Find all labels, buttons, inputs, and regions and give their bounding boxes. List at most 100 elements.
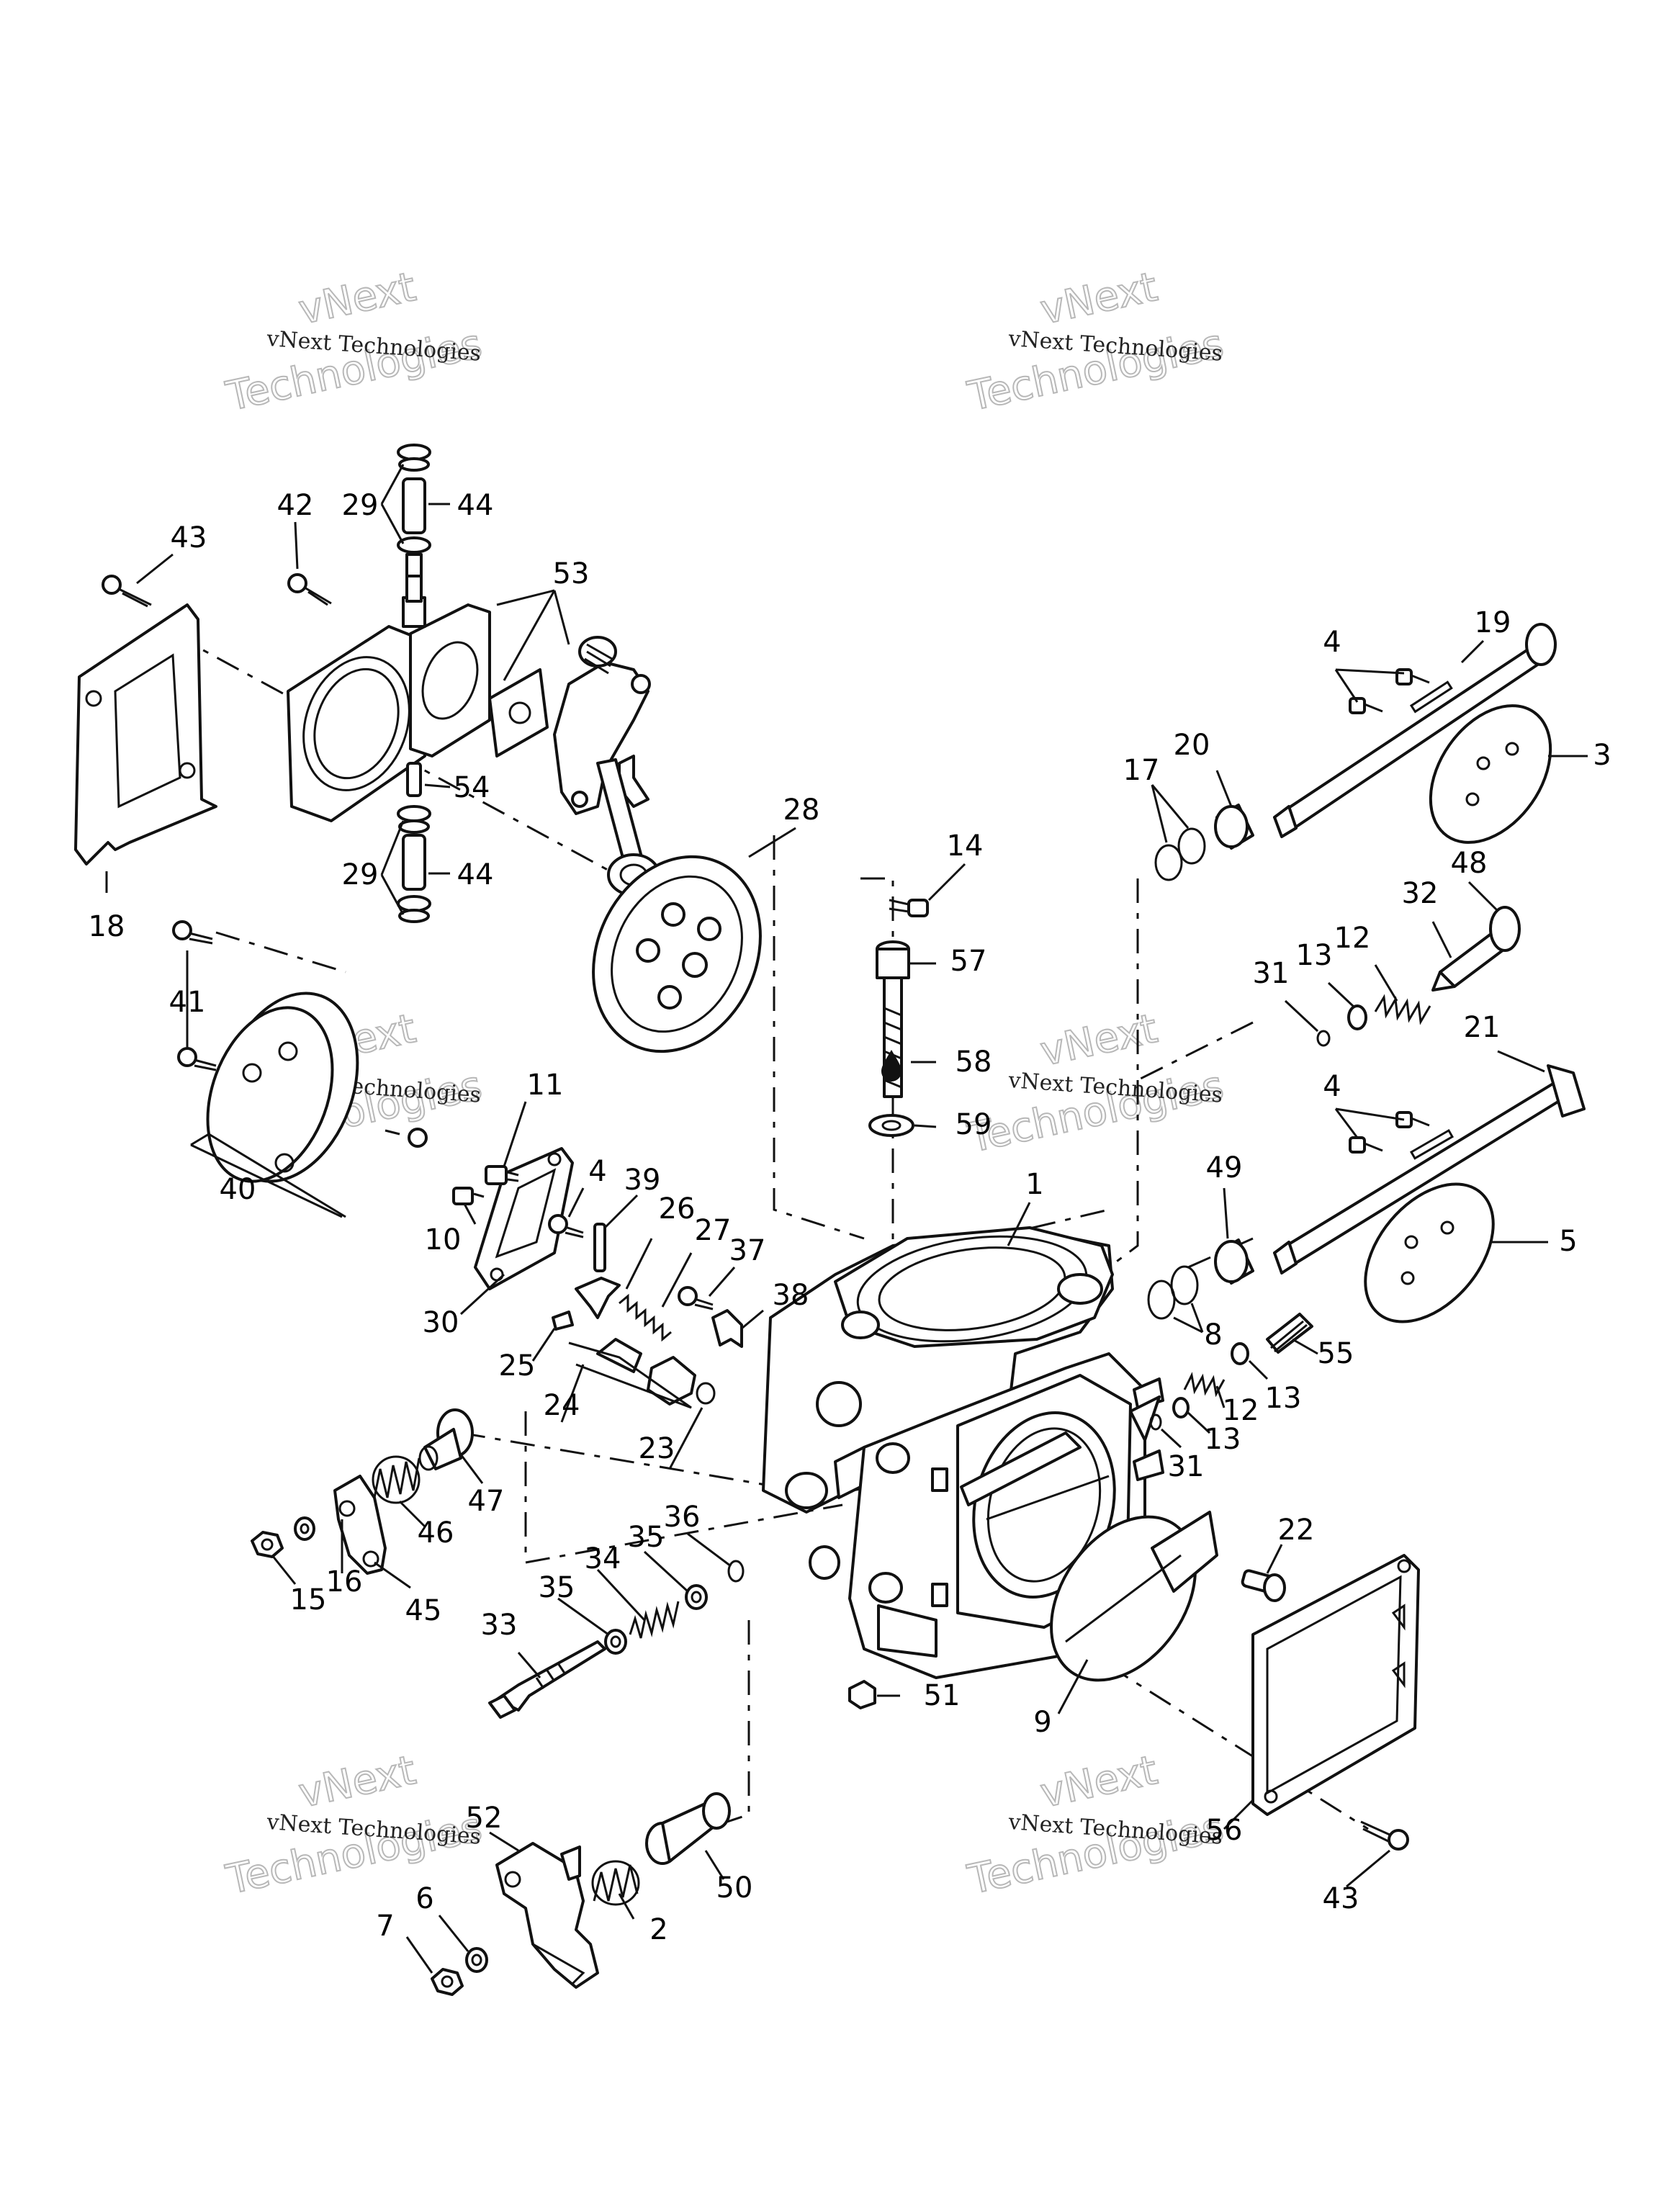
callout-15: 15 (290, 1583, 327, 1617)
callout-17: 17 (1123, 754, 1160, 787)
o-ring-17-b (1177, 827, 1206, 865)
o-ring-36 (727, 1560, 745, 1583)
screw-4-upper-b (1395, 668, 1430, 685)
part-5-throttle-plate (1364, 1182, 1495, 1323)
callout-20: 20 (1174, 729, 1210, 762)
callout-19: 19 (1475, 606, 1511, 639)
screw-10 (452, 1187, 485, 1205)
callout-37: 37 (729, 1234, 766, 1267)
watermark-bottom-left: vNext Technologies vNext Technologies (221, 1746, 486, 1905)
callout-18: 18 (89, 910, 125, 943)
spring-34 (629, 1601, 680, 1639)
part-47-sleeve (418, 1408, 474, 1471)
watermark-mid-right: vNext Technologies vNext Technologies (963, 1004, 1228, 1163)
o-ring-8-b (1170, 1265, 1199, 1305)
part-39-pin (593, 1223, 606, 1272)
part-33-idle-screw (488, 1640, 606, 1719)
hose-clamp-29-bottom (397, 895, 431, 923)
callout-8: 8 (1204, 1318, 1222, 1352)
callout-14: 14 (947, 830, 984, 863)
callout-54: 54 (454, 771, 490, 804)
callout-4-middle: 4 (588, 1155, 606, 1188)
callout-labels: 18 43 42 29 44 53 54 29 44 28 41 40 11 1… (89, 489, 1611, 1946)
hose-44-upper (402, 477, 426, 534)
callout-44-lower: 44 (457, 858, 494, 891)
screw-43-lower (1360, 1820, 1409, 1851)
screw-4-middle (548, 1214, 584, 1238)
callout-10: 10 (425, 1223, 462, 1256)
fitting-54 (406, 762, 422, 797)
washer-35-left (604, 1629, 627, 1655)
part-23-seat (647, 1356, 716, 1406)
washer-6 (465, 1947, 488, 1973)
part-1-carburetor-body (762, 1226, 1164, 1679)
callout-55: 55 (1318, 1337, 1354, 1370)
callout-13-right: 13 (1265, 1382, 1302, 1415)
spring-46 (372, 1455, 421, 1504)
part-26-spring (619, 1293, 672, 1342)
screw-41-upper (172, 920, 213, 945)
part-9-gasket (1050, 1511, 1218, 1682)
hose-clamp-29-lower (397, 805, 431, 834)
callout-30: 30 (423, 1306, 459, 1339)
callout-13-lower: 13 (1205, 1423, 1241, 1456)
svg-text:vNext: vNext (295, 264, 420, 334)
callout-35-left: 35 (539, 1571, 575, 1604)
part-58-drop-icon (881, 1050, 902, 1082)
callout-43-upper: 43 (171, 521, 207, 554)
screw-22 (1241, 1569, 1286, 1602)
bushing-49 (1214, 1238, 1254, 1285)
washer-13-lower (1172, 1397, 1190, 1419)
watermark-bottom-right: vNext Technologies vNext Technologies (963, 1746, 1228, 1905)
screw-14 (889, 899, 929, 917)
callout-21: 21 (1464, 1011, 1501, 1044)
part-25-lever (552, 1277, 621, 1331)
callout-3: 3 (1593, 739, 1611, 772)
washer-13-upper (1347, 1004, 1367, 1030)
o-ring-8-a (1147, 1280, 1176, 1320)
part-21-shaft (1273, 1064, 1586, 1274)
pump-cover-plate (287, 625, 426, 822)
spring-2 (591, 1860, 640, 1906)
watermark-top-left: vNext Technologies vNext Technologies (221, 263, 486, 421)
washer-16 (294, 1516, 315, 1541)
svg-text:vNext: vNext (295, 1747, 420, 1817)
callout-12-upper: 12 (1334, 922, 1371, 955)
svg-text:vNext: vNext (1036, 1747, 1161, 1817)
part-18-bracket (74, 603, 217, 866)
callout-39: 39 (624, 1164, 661, 1197)
svg-text:vNext: vNext (1036, 1005, 1161, 1076)
callout-51: 51 (924, 1679, 961, 1712)
callout-4-upper: 4 (1323, 626, 1341, 659)
callout-5: 5 (1559, 1225, 1577, 1258)
callout-38: 38 (773, 1279, 809, 1312)
assembly-lines (172, 632, 1369, 1830)
nut-51 (848, 1680, 876, 1709)
screw-4-lower-a (1349, 1136, 1383, 1154)
o-ring-31-lower (1149, 1413, 1162, 1431)
callout-58: 58 (956, 1046, 992, 1079)
callout-13-upper: 13 (1296, 939, 1333, 972)
callout-36: 36 (664, 1501, 701, 1534)
callout-47: 47 (468, 1485, 505, 1518)
callout-7: 7 (376, 1910, 394, 1943)
callout-43-lower: 43 (1323, 1882, 1359, 1915)
callout-27: 27 (695, 1214, 732, 1247)
callout-32: 32 (1402, 877, 1439, 910)
part-28-diaphragm (592, 855, 762, 1053)
part-3-throttle-plate (1429, 704, 1552, 844)
hose-clamp-29-mid (397, 536, 431, 577)
hose-44-lower (402, 834, 426, 891)
screw-11 (485, 1165, 519, 1185)
callout-40: 40 (220, 1173, 256, 1206)
screw-42 (287, 573, 332, 606)
leader-lines (105, 464, 1588, 1974)
bushing-20 (1214, 804, 1254, 850)
callout-26: 26 (659, 1192, 696, 1226)
callout-4-lower: 4 (1323, 1070, 1341, 1103)
callout-33: 33 (481, 1609, 518, 1642)
callout-31-lower: 31 (1168, 1450, 1205, 1483)
screw-4-upper-a (1349, 697, 1383, 714)
watermark-top-right: vNext Technologies vNext Technologies (963, 263, 1228, 421)
part-53-linkage (553, 636, 660, 896)
